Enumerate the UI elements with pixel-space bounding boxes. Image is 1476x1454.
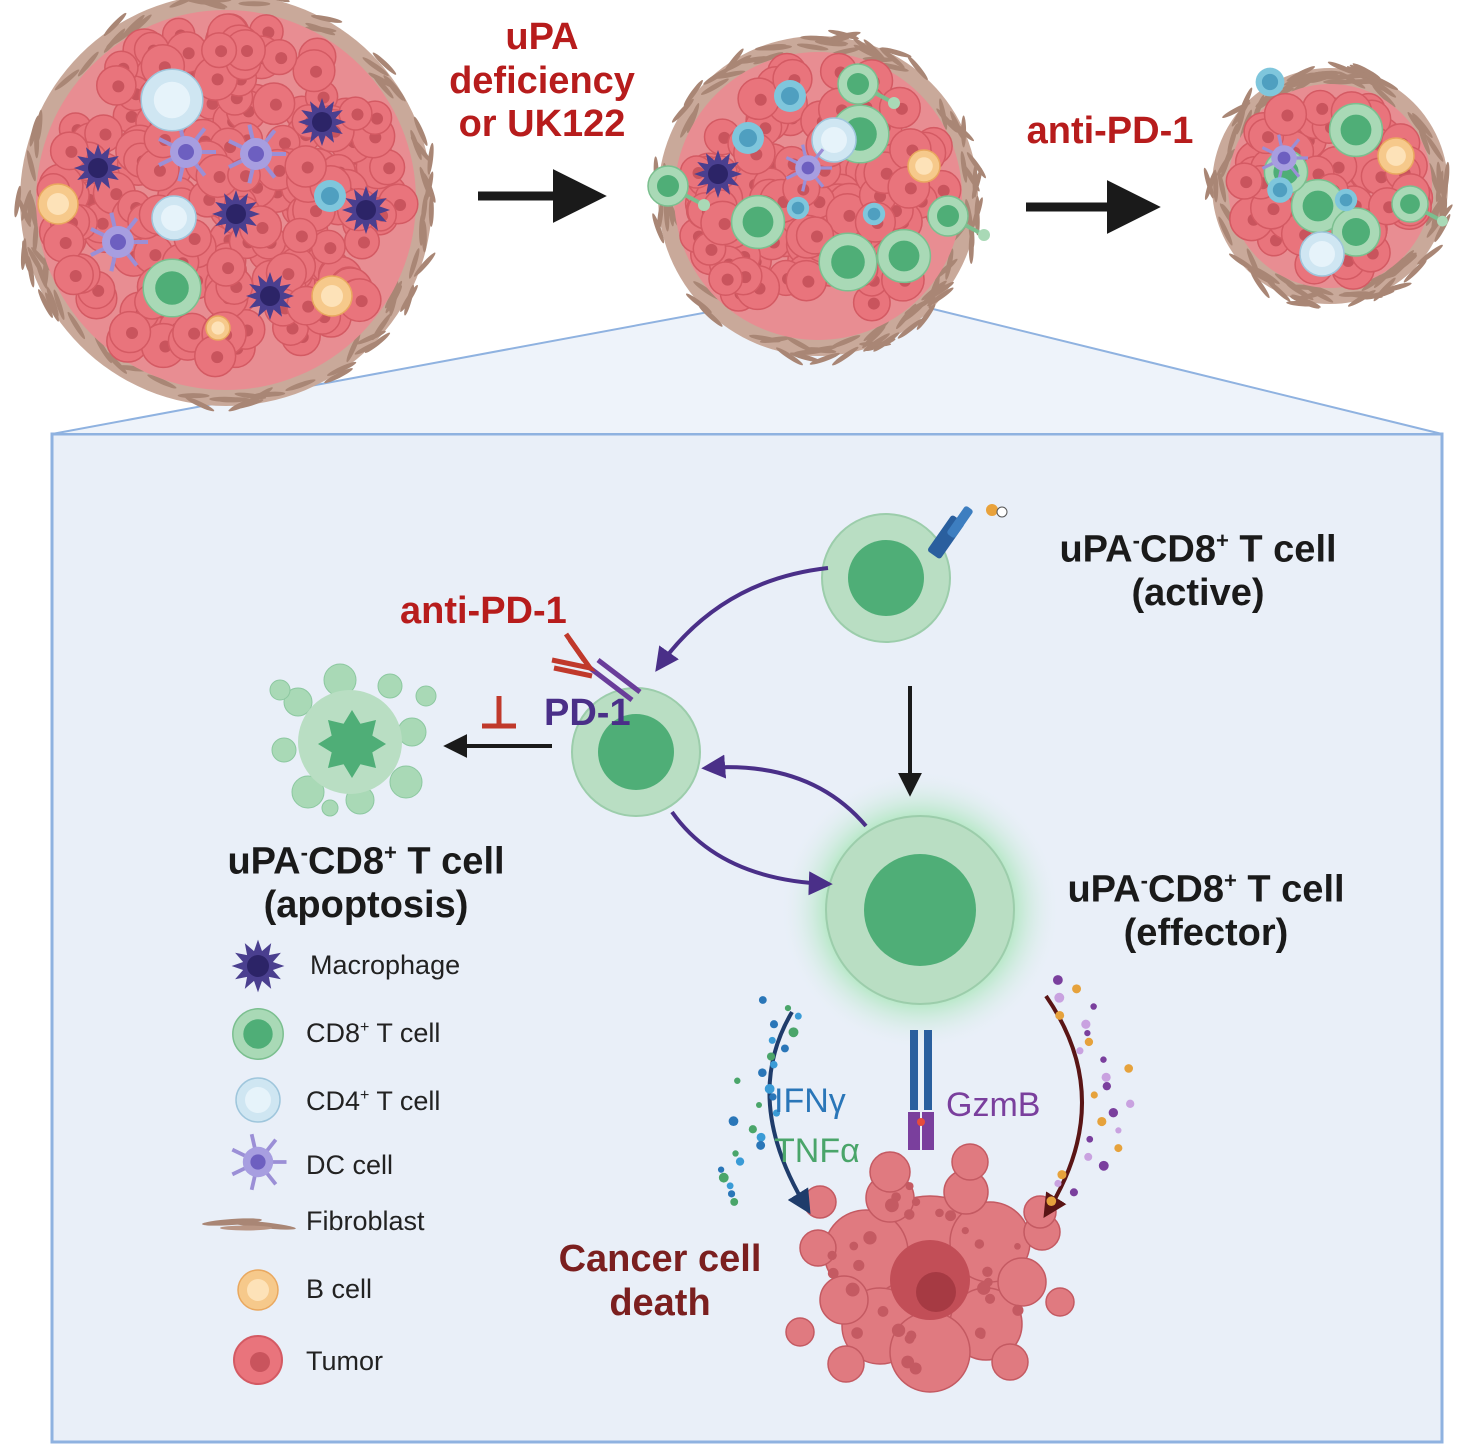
inhibition-symbol [482, 696, 516, 729]
legend-label-dc: DC cell [306, 1150, 394, 1180]
anti-pd1-label: anti-PD-1 [400, 590, 567, 632]
tumor-medium [647, 29, 990, 366]
active-t-cell [821, 504, 1008, 643]
legend-label-tumor: Tumor [306, 1346, 384, 1376]
arrow-cytokines [767, 1010, 811, 1215]
tnfa-label: TNFα [774, 1132, 860, 1170]
apoptosis-cell-label: uPA-CD8+ T cell (apoptosis) [227, 840, 505, 927]
step2-label: anti-PD-1 [1026, 110, 1194, 152]
tumor-small [1203, 61, 1453, 309]
legend-label-cd8: CD8+ T cell [306, 1018, 441, 1048]
arrow-pd1-to-effector [670, 810, 833, 896]
active-cell-label: uPA-CD8+ T cell (active) [1059, 528, 1337, 615]
step1-label: uPA deficiency or UK122 [449, 16, 635, 146]
effector-t-cell [780, 770, 1060, 1150]
ifng-label: IFNγ [774, 1082, 846, 1120]
secretion-dots [717, 975, 1135, 1206]
zoom-panel [50, 432, 1444, 1444]
cancer-death-label: Cancer cell death [558, 1238, 762, 1324]
pd1-label: PD-1 [544, 692, 631, 734]
legend-label-fibroblast: Fibroblast [306, 1206, 425, 1236]
legend-label-macrophage: Macrophage [310, 950, 461, 980]
tumor-large [14, 0, 436, 412]
legend-label-b-cell: B cell [306, 1274, 373, 1304]
arrow-active-to-pd1 [655, 566, 829, 672]
arrow-granzyme [1043, 994, 1084, 1219]
legend-icons [202, 939, 296, 1385]
pd1-t-cell [551, 632, 701, 817]
apoptotic-t-cell [269, 663, 437, 817]
legend-label-cd4: CD4+ T cell [306, 1086, 441, 1116]
arrow-effector-to-pd1 [701, 754, 868, 828]
gzmb-label: GzmB [946, 1086, 1041, 1124]
effector-cell-label: uPA-CD8+ T cell (effector) [1067, 868, 1345, 955]
dying-cancer-cell [785, 1143, 1075, 1393]
